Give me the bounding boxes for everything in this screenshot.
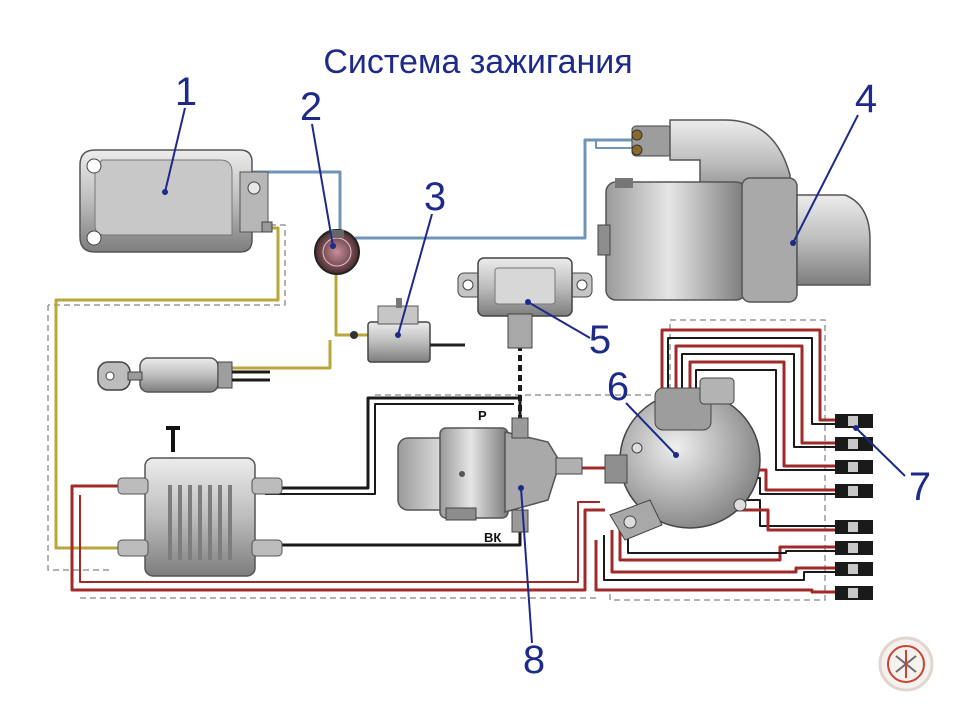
starter [597,119,871,303]
ignition-key-icon [97,361,143,391]
callout-leaders [164,107,906,644]
callout-dot-6 [673,452,679,458]
hv-lead-4b [745,477,838,495]
callout-dot-3 [395,332,401,338]
hv-lead-5b [735,508,838,532]
callout-number-8: 8 [523,638,545,682]
callout-dot-4 [790,240,796,246]
leader-5 [527,301,591,339]
callout-dots [162,189,859,491]
leader-2 [311,123,334,247]
callout-number-5: 5 [589,318,611,362]
callout-dot-1 [162,189,168,195]
leader-3 [397,213,433,336]
harness-outline [47,224,826,601]
diagram-title: Система зажигания [323,43,632,81]
wire-blue-regulator [250,170,342,238]
ignition-coil [397,417,583,533]
hv-lead-5 [742,499,838,527]
hv-lead-2b [681,353,838,448]
hv-lead-7b [603,535,838,581]
leader-6 [625,402,677,456]
leader-1 [164,107,186,193]
ignition-switch [97,357,270,393]
coil-terminal-label-vk: ВК [484,530,501,545]
distributor [604,377,761,541]
leader-4 [792,114,859,244]
callout-number-6: 6 [607,365,629,409]
wire-yellow-ignition-lock [230,340,332,370]
hv-lead-3b [695,369,838,471]
hv-lead-1b [667,337,838,425]
leader-8 [520,487,533,644]
leader-7 [855,427,906,477]
hv-lead-2 [674,344,838,445]
hv-lead-7 [610,530,838,574]
coil-terminal-label-p: Р [478,408,487,423]
fuse-block [314,229,360,275]
callout-number-7: 7 [909,465,931,509]
additional-relay [350,298,465,363]
wire-red-commutator-2 [79,495,600,583]
callout-dot-5 [525,299,531,305]
callout-dot-7 [853,425,859,431]
callout-number-1: 1 [175,70,197,114]
wire-black-coil-vk [265,530,522,547]
callout-dot-2 [330,243,336,249]
hv-lead-3 [688,360,838,468]
wire-black-commutator-coil-p-inner [265,403,514,495]
spark-plug-terminals [835,414,873,600]
hv-lead-6 [618,525,838,562]
hv-lead-6b [627,525,838,554]
hv-lead-1 [660,328,838,422]
wire-red-commutator [70,484,605,592]
callout-number-4: 4 [855,77,877,121]
hv-lead-8 [594,540,838,594]
callout-dot-8 [518,485,524,491]
wire-blue-starter-2 [595,140,632,149]
hall-sensor-module [457,257,593,349]
watermark-logo-icon [878,636,934,692]
callout-number-3: 3 [424,175,446,219]
callout-number-2: 2 [300,85,322,129]
transistor-commutator [117,426,283,577]
wire-blue-starter [355,138,632,240]
wire-yellow-harness-left [54,226,280,550]
voltage-regulator [79,149,273,253]
